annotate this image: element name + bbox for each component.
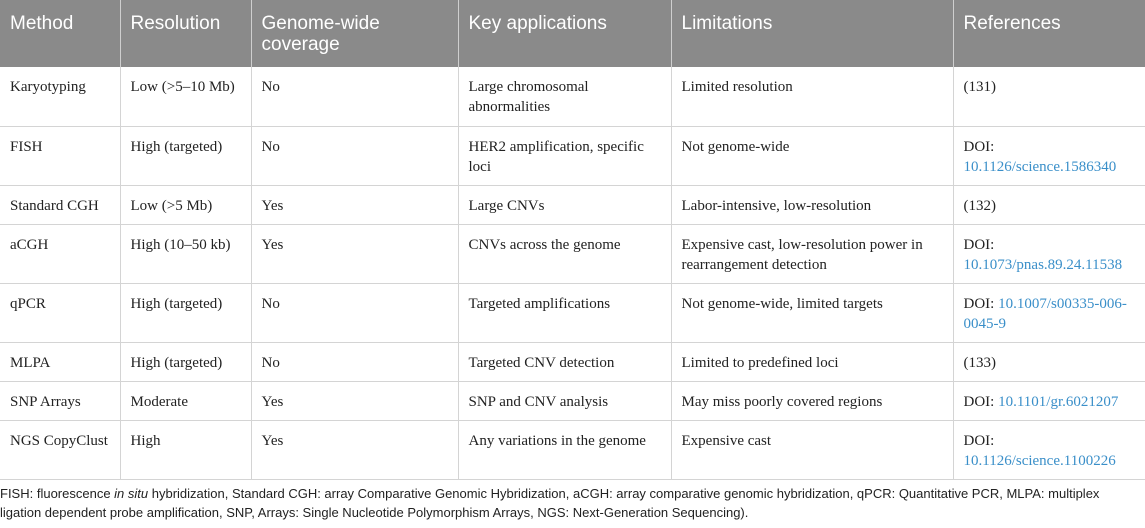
reference-cell: (132)	[953, 185, 1145, 225]
header-key-applications: Key applications	[458, 0, 672, 67]
footnote-text-start: FISH: fluorescence	[0, 486, 115, 501]
footnote-text-end: hybridization, Standard CGH: array Compa…	[0, 486, 1100, 520]
reference-cell: DOI: 10.1073/pnas.89.24.11538	[953, 224, 1145, 284]
reference-prefix: DOI:	[963, 393, 999, 410]
reference-prefix: DOI:	[963, 138, 995, 155]
coverage-cell: Yes	[251, 185, 459, 225]
coverage-cell: Yes	[251, 381, 459, 421]
doi-link[interactable]: 10.1126/science.1100226	[963, 452, 1116, 469]
header-limitations: Limitations	[671, 0, 954, 67]
methods-comparison-table: Method Resolution Genome-wide coverage K…	[0, 0, 1145, 480]
doi-link[interactable]: 10.1126/science.1586340	[963, 158, 1117, 175]
methods-table-container: Method Resolution Genome-wide coverage K…	[0, 0, 1145, 480]
method-cell: Standard CGH	[0, 185, 121, 225]
resolution-cell: Moderate	[120, 381, 252, 421]
resolution-cell: High (targeted)	[120, 283, 252, 343]
reference-cell: DOI: 10.1126/science.1586340	[953, 126, 1145, 186]
coverage-cell: No	[251, 67, 459, 127]
coverage-cell: Yes	[251, 224, 459, 284]
reference-cell: (131)	[953, 67, 1145, 127]
limitations-cell: Not genome-wide, limited targets	[671, 283, 954, 343]
resolution-cell: High	[120, 420, 252, 480]
resolution-cell: High (targeted)	[120, 342, 252, 382]
applications-cell: CNVs across the genome	[458, 224, 672, 284]
coverage-cell: No	[251, 342, 459, 382]
header-resolution: Resolution	[120, 0, 252, 67]
resolution-cell: Low (>5–10 Mb)	[120, 67, 252, 127]
applications-cell: Any variations in the genome	[458, 420, 672, 480]
table-header-row: Method Resolution Genome-wide coverage K…	[0, 0, 1145, 67]
applications-cell: Targeted CNV detection	[458, 342, 672, 382]
reference-cell: (133)	[953, 342, 1145, 382]
reference-number: (133)	[963, 354, 997, 371]
limitations-cell: Expensive cast	[671, 420, 954, 480]
applications-cell: Large chromosomal abnormalities	[458, 67, 672, 127]
reference-cell: DOI: 10.1126/science.1100226	[953, 420, 1145, 480]
method-cell: Karyotyping	[0, 67, 121, 127]
table-footnote: FISH: fluorescence in situ hybridization…	[0, 484, 1140, 522]
header-method: Method	[0, 0, 121, 67]
resolution-cell: Low (>5 Mb)	[120, 185, 252, 225]
method-cell: SNP Arrays	[0, 381, 121, 421]
limitations-cell: Not genome-wide	[671, 126, 954, 186]
coverage-cell: No	[251, 283, 459, 343]
coverage-cell: No	[251, 126, 459, 186]
resolution-cell: High (targeted)	[120, 126, 252, 186]
coverage-cell: Yes	[251, 420, 459, 480]
limitations-cell: May miss poorly covered regions	[671, 381, 954, 421]
doi-link[interactable]: 10.1073/pnas.89.24.11538	[963, 256, 1123, 273]
reference-cell: DOI: 10.1101/gr.6021207	[953, 381, 1145, 421]
applications-cell: SNP and CNV analysis	[458, 381, 672, 421]
resolution-cell: High (10–50 kb)	[120, 224, 252, 284]
footnote-italic-term: in situ	[114, 486, 149, 501]
applications-cell: HER2 amplification, specific loci	[458, 126, 672, 186]
applications-cell: Targeted amplifications	[458, 283, 672, 343]
reference-prefix: DOI:	[963, 432, 995, 449]
method-cell: qPCR	[0, 283, 121, 343]
method-cell: MLPA	[0, 342, 121, 382]
header-references: References	[953, 0, 1145, 67]
method-cell: FISH	[0, 126, 121, 186]
reference-cell: DOI: 10.1007/s00335-006-0045-9	[953, 283, 1145, 343]
limitations-cell: Expensive cast, low-resolution power in …	[671, 224, 954, 284]
doi-link[interactable]: 10.1007/s00335-006-0045-9	[963, 295, 1127, 332]
header-genome-wide-coverage: Genome-wide coverage	[251, 0, 459, 67]
method-cell: aCGH	[0, 224, 121, 284]
applications-cell: Large CNVs	[458, 185, 672, 225]
reference-prefix: DOI:	[963, 236, 995, 253]
limitations-cell: Limited resolution	[671, 67, 954, 127]
doi-link[interactable]: 10.1101/gr.6021207	[998, 393, 1119, 410]
reference-number: (132)	[963, 197, 997, 214]
limitations-cell: Limited to predefined loci	[671, 342, 954, 382]
reference-prefix: DOI:	[963, 295, 999, 312]
reference-number: (131)	[963, 79, 997, 95]
method-cell: NGS CopyClust	[0, 420, 121, 480]
limitations-cell: Labor-intensive, low-resolution	[671, 185, 954, 225]
